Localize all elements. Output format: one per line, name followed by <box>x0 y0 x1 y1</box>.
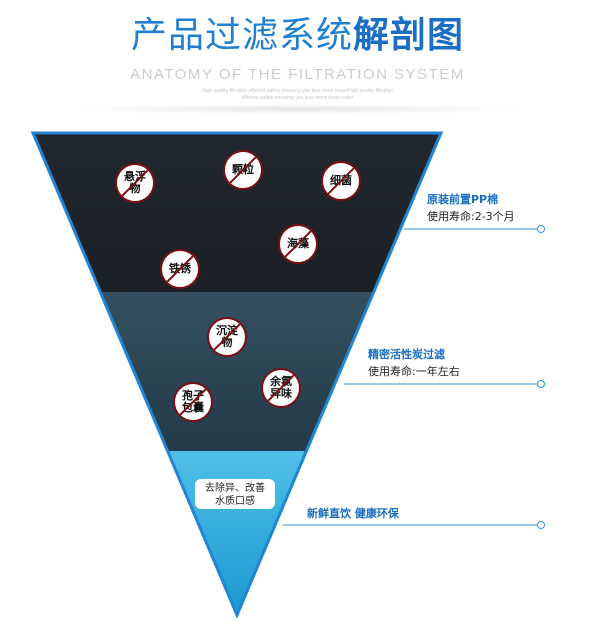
callout-pp-cotton-title: 原装前置PP棉 <box>427 193 499 206</box>
no-bacteria-icon: 细菌 <box>321 161 361 201</box>
no-spore-cyst-icon: 孢子 包囊 <box>173 382 213 422</box>
callout-clean-water-title: 新鲜直饮 健康环保 <box>307 507 399 520</box>
page-title: 产品过滤系统解剖图 <box>0 14 595 58</box>
callout-pp-cotton-lifespan: 使用寿命:2-3个月 <box>427 210 515 223</box>
title-normal: 产品过滤系统 <box>130 15 353 56</box>
callout-pp-cotton: 原装前置PP棉 使用寿命:2-3个月 <box>427 191 515 225</box>
layer-clean-water <box>33 451 441 615</box>
connector-dot-2 <box>537 380 545 388</box>
title-bold: 解剖图 <box>353 15 465 56</box>
callout-carbon: 精密活性炭过滤 使用寿命:一年左右 <box>368 346 460 380</box>
callout-carbon-title: 精密活性炭过滤 <box>368 348 445 361</box>
connector-dot-1 <box>537 225 545 233</box>
connector-dot-3 <box>537 521 545 529</box>
callout-carbon-lifespan: 使用寿命:一年左右 <box>368 365 460 378</box>
page-subtitle: ANATOMY OF THE FILTRATION SYSTEM <box>130 66 465 83</box>
no-suspended-matter-icon: 悬浮 物 <box>115 163 155 203</box>
effect-label-box: 去除异、改善 水质口感 <box>195 479 275 509</box>
no-particles-icon: 颗粒 <box>223 150 263 190</box>
no-chlorine-odor-icon: 余氯 异味 <box>261 368 301 408</box>
no-sediment-icon: 沉淀 物 <box>207 317 247 357</box>
callout-clean-water: 新鲜直饮 健康环保 <box>307 505 399 522</box>
header-divider <box>72 104 522 114</box>
no-algae-icon: 海藻 <box>278 224 318 264</box>
triangle-outline <box>30 131 444 619</box>
no-rust-icon: 铁锈 <box>160 249 200 289</box>
fine-print-2: efficient safety ensuring you less more … <box>241 95 354 101</box>
fine-print-1: High quality filtration efficient safety… <box>201 88 394 94</box>
